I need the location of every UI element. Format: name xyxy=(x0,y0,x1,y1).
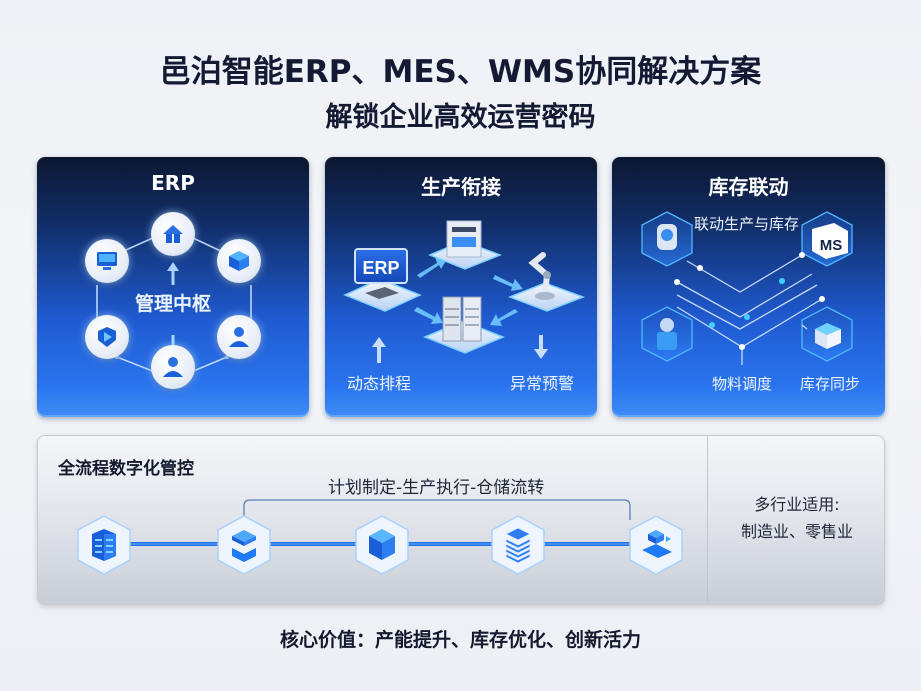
inventory-sync-label: 库存同步 xyxy=(800,375,861,393)
user-icon xyxy=(217,315,261,359)
dynamic-scheduling-label: 动态排程 xyxy=(347,374,412,393)
panel-title-erp: ERP xyxy=(151,171,195,195)
erp-panel: ERP xyxy=(37,157,309,417)
page-subtitle: 解锁企业高效运营密码 xyxy=(325,102,596,133)
industry-line-1: 多行业适用: xyxy=(754,495,840,514)
card-divider xyxy=(707,436,708,604)
shield-icon xyxy=(85,315,129,359)
layers-icon xyxy=(217,515,271,575)
page-title: 邑泊智能ERP、MES、WMS协同解决方案 xyxy=(159,54,762,90)
core-value-footer: 核心价值：产能提升、库存优化、创新活力 xyxy=(279,629,641,651)
panel-title-production: 生产衔接 xyxy=(421,175,501,199)
stack-icon xyxy=(491,515,545,575)
panel-title-inventory: 库存联动 xyxy=(708,175,789,199)
ms-box-label: MS xyxy=(820,237,843,254)
workflow-icon xyxy=(629,515,683,575)
industry-line-2: 制造业、零售业 xyxy=(740,522,853,541)
exception-alert-label: 异常预警 xyxy=(510,374,575,393)
step-layers xyxy=(216,514,272,576)
database-icon xyxy=(77,515,131,575)
process-title: 全流程数字化管控 xyxy=(58,459,194,479)
step-stack xyxy=(490,514,546,576)
production-diagram: ERP xyxy=(343,220,586,363)
erp-screen-label: ERP xyxy=(362,258,399,278)
production-panel: 生产衔接 ERP xyxy=(325,157,597,417)
step-workflow xyxy=(628,514,684,576)
step-cube xyxy=(354,514,410,576)
monitor-icon xyxy=(85,239,129,283)
link-production-inventory-label: 联动生产与库存 xyxy=(694,215,800,233)
step-database xyxy=(76,514,132,576)
management-hub-label: 管理中枢 xyxy=(134,293,211,315)
inventory-diagram: MS xyxy=(641,211,853,365)
material-dispatch-label: 物料调度 xyxy=(712,375,773,393)
cube-icon xyxy=(217,239,261,283)
process-card: 全流程数字化管控 计划制定-生产执行-仓储流转 xyxy=(37,435,885,605)
user-icon xyxy=(151,345,195,389)
cube-icon xyxy=(355,515,409,575)
flow-label: 计划制定-生产执行-仓储流转 xyxy=(328,478,545,498)
home-icon xyxy=(151,212,195,256)
industry-applicability: 多行业适用: 制造业、零售业 xyxy=(708,491,884,545)
inventory-panel: 库存联动 联动生产与库存 MS xyxy=(612,157,885,417)
